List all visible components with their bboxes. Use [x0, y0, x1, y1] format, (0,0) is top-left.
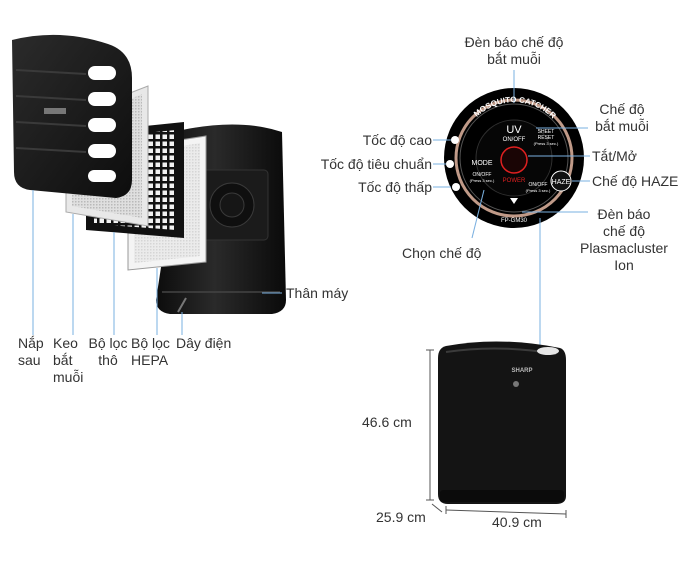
label-standard-speed: Tốc độ tiêu chuẩn: [320, 156, 432, 172]
uv-onoff-text: ON/OFF: [503, 137, 526, 143]
fan-speed-icons: [446, 136, 460, 191]
standard-speed-icon: [446, 160, 454, 168]
label-power-cord: Dây điện: [176, 335, 232, 351]
power-text: POWER: [503, 178, 526, 184]
exploded-leader-lines: [32, 190, 282, 335]
label-mode-select: Chọn chế độ: [402, 245, 482, 261]
label-low-speed: Tốc độ thấp: [358, 179, 432, 195]
mode-onoff-text: ON/OFF: [473, 172, 492, 178]
power-cord-part: [177, 297, 187, 313]
sheet-reset-text-2: RESET: [538, 135, 555, 141]
mosquito-catcher-arc-text: MOSQUITO CATCHER: [472, 95, 558, 120]
sheet-reset-press-text: (Press 3 sec.): [534, 141, 559, 146]
uv-text: UV: [506, 124, 522, 136]
high-speed-icon: [451, 136, 459, 144]
power-button[interactable]: [500, 146, 528, 174]
model-text: FP-GM30: [501, 218, 528, 224]
haze-button[interactable]: HAZE: [550, 170, 572, 192]
control-panel: [444, 88, 584, 228]
plasma-icon: [510, 198, 518, 204]
dimension-depth: 25.9 cm: [376, 509, 426, 525]
mode-press-text: (Press 3 sec.): [470, 178, 495, 183]
label-high-speed: Tốc độ cao: [362, 132, 432, 148]
plasma-press-text: (Press 3 sec.): [526, 188, 551, 193]
low-speed-icon: [452, 183, 460, 191]
dimension-width: 40.9 cm: [492, 514, 542, 530]
mode-text: MODE: [472, 160, 493, 167]
back-cover-part: [12, 34, 132, 198]
panel-leader-lines: [433, 70, 590, 350]
label-main-body: Thân máy: [286, 285, 349, 301]
dimension-lines: [426, 349, 567, 518]
brand-logo-text: SHARP: [511, 368, 532, 374]
sheet-reset-text-1: SHEET: [538, 129, 555, 135]
label-on-off: Tắt/Mở: [592, 148, 637, 164]
assembled-device: [438, 341, 566, 504]
haze-text: HAZE: [552, 179, 571, 186]
dimension-height: 46.6 cm: [362, 414, 412, 430]
plasma-onoff-text: ON/OFF: [529, 182, 548, 188]
label-haze-mode: Chế độ HAZE: [592, 173, 679, 189]
